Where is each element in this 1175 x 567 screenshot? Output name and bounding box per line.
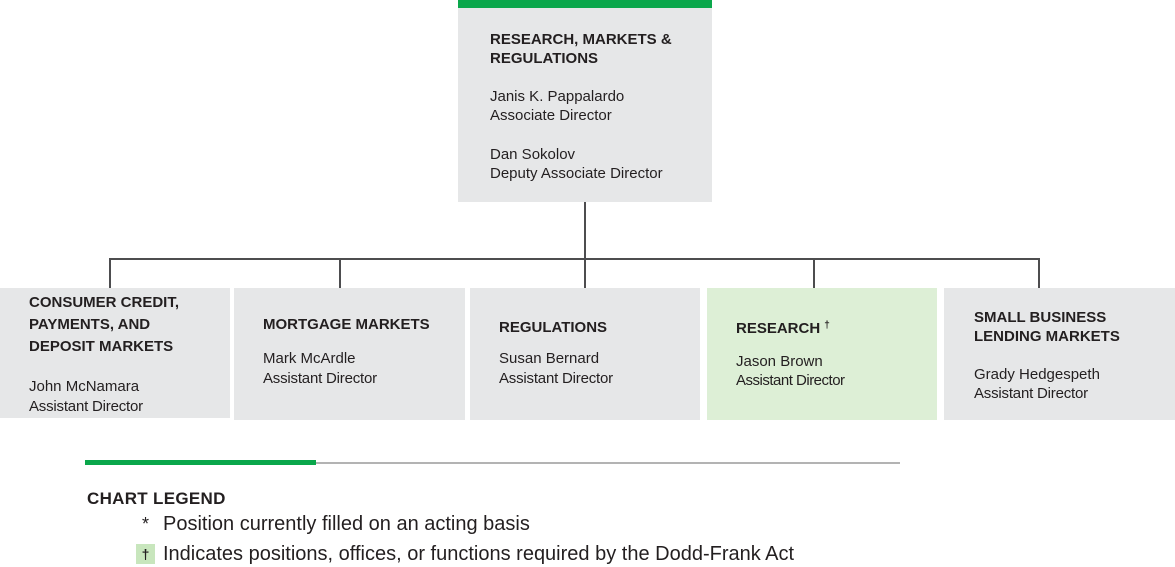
connector-drop-2: [339, 258, 341, 288]
head-person-2-name: Dan Sokolov: [490, 146, 576, 163]
unit-person-role: Assistant Director: [736, 372, 845, 389]
asterisk-icon: *: [141, 514, 149, 534]
connector-drop-3: [584, 258, 586, 288]
unit-person-name: Grady Hedgespeth: [974, 366, 1100, 383]
unit-person-name: Susan Bernard: [499, 350, 600, 367]
dagger-marker: †: [824, 320, 830, 331]
legend-item-dodd-frank: † Indicates positions, offices, or funct…: [136, 542, 794, 566]
unit-person-name: Mark McArdle: [263, 350, 356, 367]
dagger-icon: †: [136, 544, 155, 564]
unit-title-line: SMALL BUSINESS: [974, 309, 1107, 326]
unit-title-line: MORTGAGE MARKETS: [263, 316, 430, 333]
head-accent-bar: [458, 0, 712, 8]
unit-box-small-business: SMALL BUSINESS LENDING MARKETS Grady Hed…: [944, 288, 1175, 420]
unit-title-line: CONSUMER CREDIT,: [29, 294, 180, 311]
unit-title-line: PAYMENTS, AND: [29, 316, 151, 333]
unit-person-role: Assistant Director: [499, 370, 613, 387]
unit-person-role: Assistant Director: [29, 398, 143, 415]
unit-title-line: DEPOSIT MARKETS: [29, 338, 174, 355]
unit-title-line: LENDING MARKETS: [974, 328, 1120, 345]
head-person-1-name: Janis K. Pappalardo: [490, 88, 625, 105]
unit-box-mortgage-markets: MORTGAGE MARKETS Mark McArdle Assistant …: [234, 288, 465, 420]
connector-drop-1: [109, 258, 111, 288]
head-person-1-role: Associate Director: [490, 107, 612, 124]
legend-item-text: Indicates positions, offices, or functio…: [163, 543, 795, 565]
head-office-title-line1: RESEARCH, MARKETS &: [490, 31, 672, 48]
connector-drop-5: [1038, 258, 1040, 288]
unit-person-role: Assistant Director: [974, 385, 1088, 402]
legend-rule-accent: [85, 460, 316, 465]
unit-box-regulations: REGULATIONS Susan Bernard Assistant Dire…: [470, 288, 700, 420]
connector-trunk: [584, 202, 586, 260]
head-person-2-role: Deputy Associate Director: [490, 165, 663, 182]
legend-item-acting: * Position currently filled on an acting…: [136, 512, 530, 536]
unit-person-name: John McNamara: [29, 378, 140, 395]
head-office-box: RESEARCH, MARKETS & REGULATIONS Janis K.…: [458, 8, 712, 202]
connector-drop-4: [813, 258, 815, 288]
unit-box-research: RESEARCH† Jason Brown Assistant Director: [707, 288, 937, 420]
unit-box-consumer-credit: CONSUMER CREDIT, PAYMENTS, AND DEPOSIT M…: [0, 288, 230, 418]
legend-title: CHART LEGEND: [87, 489, 226, 508]
unit-person-name: Jason Brown: [736, 353, 823, 370]
connector-bus: [109, 258, 1040, 260]
unit-title-line: RESEARCH: [736, 320, 821, 337]
legend-rule: [316, 462, 900, 464]
unit-person-role: Assistant Director: [263, 370, 377, 387]
unit-title-line: REGULATIONS: [499, 319, 608, 336]
head-office-title-line2: REGULATIONS: [490, 50, 599, 67]
legend-item-text: Position currently filled on an acting b…: [163, 513, 530, 535]
unit-title: RESEARCH†: [736, 316, 937, 338]
